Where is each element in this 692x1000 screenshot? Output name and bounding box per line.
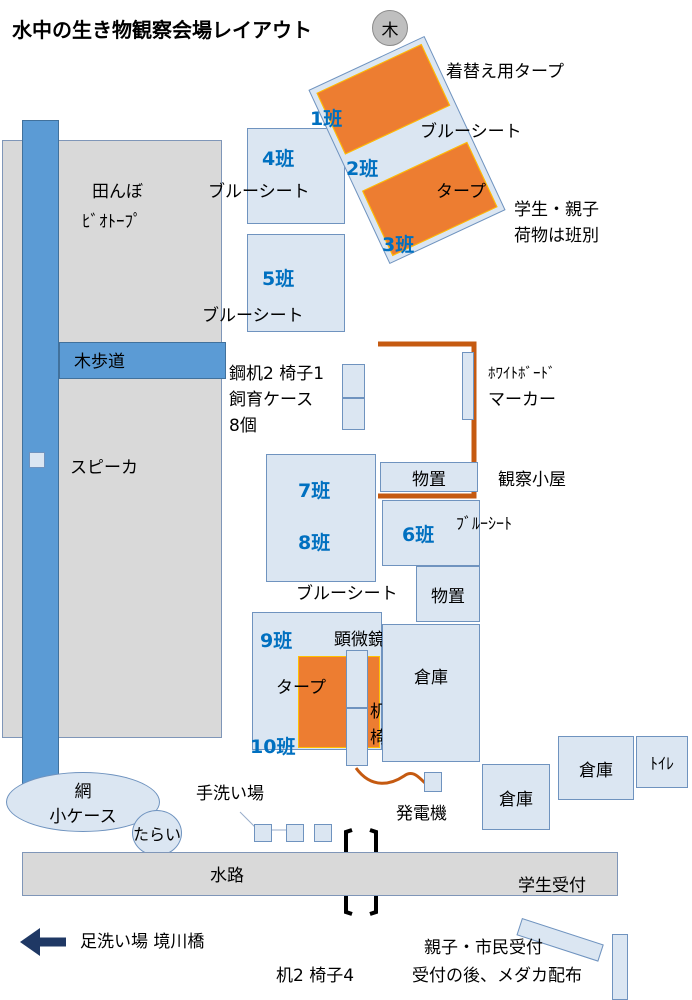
student-parent-label-1: 学生・親子	[514, 200, 599, 220]
group-4-area	[247, 128, 345, 224]
toilet-label: ﾄｲﾚ	[649, 754, 674, 773]
handwash-sink-3	[314, 824, 332, 842]
reception-desk-vertical	[612, 934, 628, 1000]
toilet: ﾄｲﾚ	[636, 736, 688, 788]
page-title: 水中の生き物観察会場レイアウト	[12, 18, 312, 42]
paddy-label: 田んぼ	[92, 182, 143, 202]
student-parent-label-2: 荷物は班別	[514, 226, 599, 246]
blue-sheet-label-5: ブルーシート	[202, 306, 304, 326]
generator	[424, 772, 442, 792]
marker-label: マーカー	[488, 390, 556, 410]
observation-hut-label: 観察小屋	[498, 470, 566, 490]
microscope-desk-1	[346, 650, 368, 708]
group-8-label: 8班	[298, 532, 331, 554]
tarp-label-9-10: タープ	[276, 678, 326, 698]
warehouse-2: 倉庫	[482, 764, 550, 830]
student-reception-label: 学生受付	[518, 876, 586, 896]
group-1-label: 1班	[310, 108, 343, 130]
blue-sheet-label-tarp: ブルーシート	[420, 122, 522, 142]
speaker-marker	[29, 452, 45, 468]
tree-label: 木	[381, 20, 399, 41]
group-9-label: 9班	[260, 630, 293, 652]
warehouse-1: 倉庫	[382, 624, 480, 762]
storage-2-label: 物置	[431, 586, 465, 607]
group-2-label: 2班	[346, 158, 379, 180]
microscope-desk-2	[346, 708, 368, 766]
changing-tarp-label: 着替え用タープ	[446, 62, 564, 82]
microscope-label: 顕微鏡	[334, 630, 385, 650]
bottom-desks-label: 机2 椅子4	[276, 966, 355, 986]
wooden-path	[59, 342, 226, 379]
blue-sheet-label-78: ブルーシート	[296, 584, 398, 604]
group-6-area	[382, 500, 480, 566]
group-10-label: 10班	[250, 736, 296, 758]
net-label: 網	[74, 782, 92, 802]
tarai-area: たらい	[132, 810, 182, 856]
storage-2: 物置	[416, 566, 480, 622]
parent-citizen-reception-label: 親子・市民受付	[424, 938, 543, 958]
group-3-label: 3班	[382, 234, 415, 256]
spica-label: スピーカ	[70, 458, 138, 478]
group-7-8-area	[266, 454, 376, 582]
small-case-label: 小ケース	[49, 807, 117, 827]
handwash-label: 手洗い場	[196, 784, 264, 804]
generator-label: 発電機	[396, 804, 447, 824]
group-4-label: 4班	[262, 148, 295, 170]
footwash-label: 足洗い場 境川橋	[80, 932, 205, 952]
handwash-sink-2	[286, 824, 304, 842]
medaka-label: 受付の後、メダカ配布	[412, 966, 582, 986]
steel-desk-2	[342, 398, 365, 430]
waterway	[22, 852, 618, 896]
steel-desk-label-3: 8個	[229, 416, 257, 436]
generator-cable	[354, 767, 433, 787]
wooden-path-label: 木歩道	[74, 352, 125, 372]
handwash-sink-1	[254, 824, 272, 842]
group-6-label: 6班	[402, 524, 435, 546]
group-5-label: 5班	[262, 268, 295, 290]
blue-sheet-label-4: ブルーシート	[208, 182, 310, 202]
warehouse-1-label: 倉庫	[414, 667, 448, 688]
storage-hut-label: 物置	[412, 469, 446, 490]
tree-icon: 木	[372, 10, 408, 46]
tarai-label: たらい	[133, 825, 182, 844]
group-5-area	[247, 234, 345, 332]
biotope-label: ﾋﾞｵﾄｰﾌﾟ	[82, 212, 142, 232]
blue-sheet-label-6: ﾌﾞﾙｰｼｰﾄ	[456, 514, 513, 533]
waterway-label: 水路	[210, 866, 244, 886]
whiteboard	[462, 352, 474, 420]
steel-desk-1	[342, 364, 365, 398]
steel-desk-label-1: 鋼机2 椅子1	[229, 364, 325, 384]
warehouse-2-label: 倉庫	[499, 789, 533, 810]
storage-hut: 物置	[380, 462, 478, 492]
arrow-left-icon	[20, 928, 40, 956]
warehouse-3-label: 倉庫	[579, 760, 613, 781]
whiteboard-label: ﾎﾜｲﾄﾎﾞｰﾄﾞ	[488, 364, 556, 382]
group-7-label: 7班	[298, 480, 331, 502]
steel-desk-label-2: 飼育ケース	[229, 390, 314, 410]
warehouse-3: 倉庫	[558, 736, 634, 800]
tarp-label-3: タープ	[436, 182, 486, 202]
